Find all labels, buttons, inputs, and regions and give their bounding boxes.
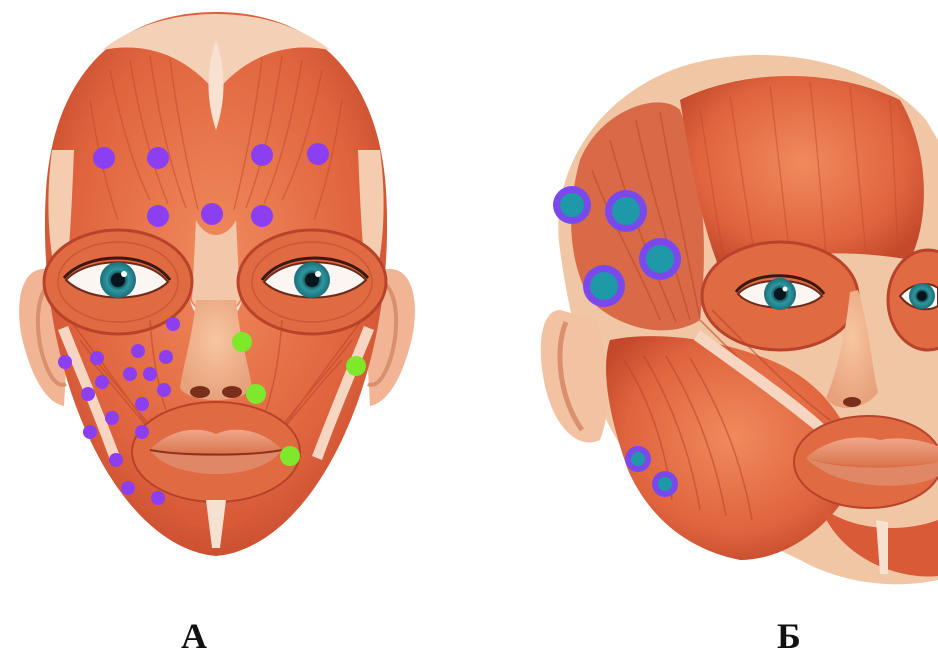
- marker-point: [135, 397, 149, 411]
- marker-point: [147, 205, 169, 227]
- panel-label-b: Б: [777, 618, 801, 654]
- marker-point: [81, 387, 95, 401]
- marker-point: [93, 147, 115, 169]
- marker-point: [109, 453, 123, 467]
- marker-point: [652, 471, 678, 497]
- marker-point: [166, 317, 180, 331]
- marker-point: [95, 375, 109, 389]
- marker-point: [147, 147, 169, 169]
- marker-point: [105, 411, 119, 425]
- marker-point: [251, 144, 273, 166]
- marker-point: [143, 367, 157, 381]
- face-front: [19, 12, 415, 556]
- marker-point: [639, 238, 681, 280]
- marker-point: [201, 203, 223, 225]
- marker-point: [625, 446, 651, 472]
- marker-point: [135, 425, 149, 439]
- marker-point: [121, 481, 135, 495]
- marker-point: [157, 383, 171, 397]
- panel-label-a: А: [181, 618, 207, 654]
- marker-point: [553, 186, 591, 224]
- marker-point: [151, 491, 165, 505]
- marker-point: [232, 332, 252, 352]
- face-three-quarter: [541, 55, 938, 584]
- marker-point: [123, 367, 137, 381]
- marker-point: [251, 205, 273, 227]
- marker-point: [90, 351, 104, 365]
- marker-point: [58, 355, 72, 369]
- marker-point: [280, 446, 300, 466]
- marker-point: [131, 344, 145, 358]
- marker-point: [83, 425, 97, 439]
- marker-point: [159, 350, 173, 364]
- marker-point: [605, 190, 647, 232]
- marker-point: [583, 265, 625, 307]
- marker-point: [346, 356, 366, 376]
- marker-point: [307, 143, 329, 165]
- marker-point: [246, 384, 266, 404]
